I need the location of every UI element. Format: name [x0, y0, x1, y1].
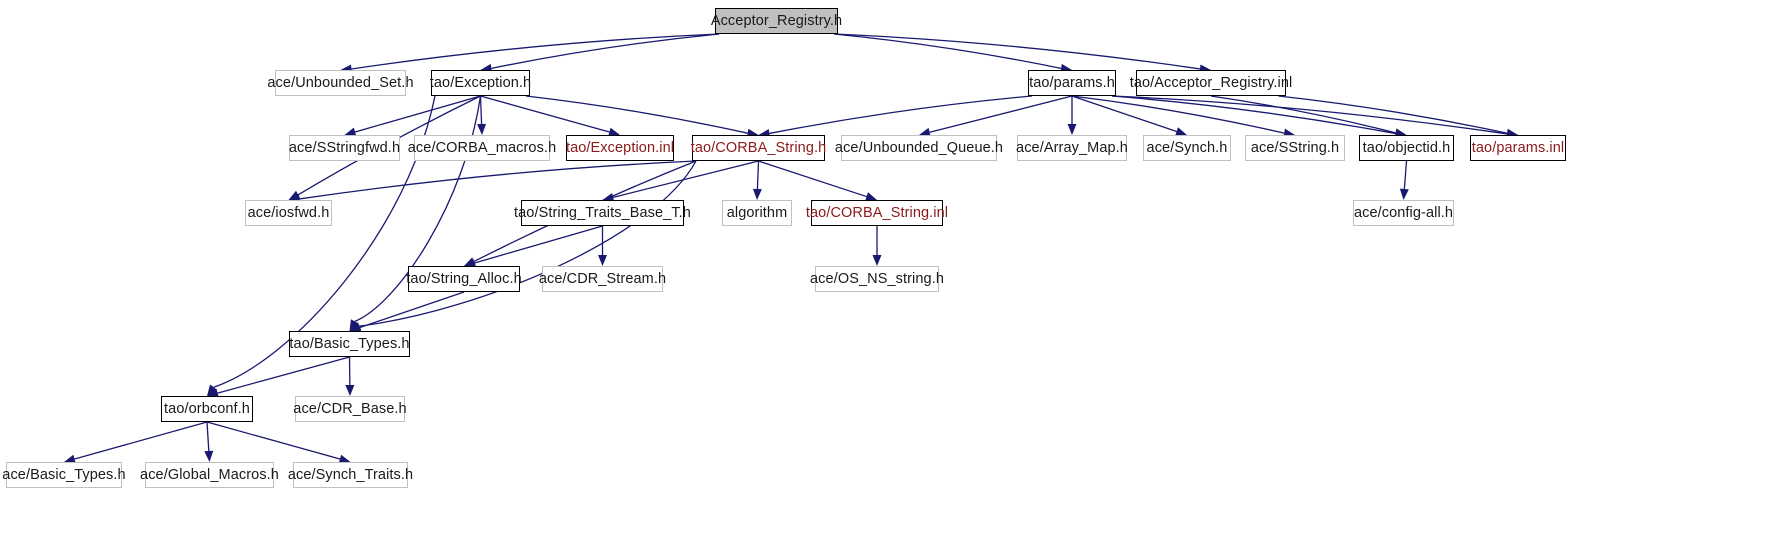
graph-edge — [1403, 160, 1408, 190]
graph-edge — [217, 356, 350, 394]
graph-node-ace-os-ns-string-h[interactable]: ace/OS_NS_string.h — [810, 266, 944, 292]
graph-node-tao-corba-string-h[interactable]: tao/CORBA_String.h — [691, 135, 826, 161]
graph-edge — [929, 95, 1073, 133]
graph-edge-arrowhead — [477, 123, 487, 135]
graph-node-algorithm[interactable]: algorithm — [722, 200, 792, 226]
graph-node-tao-params-h[interactable]: tao/params.h — [1028, 70, 1116, 96]
graph-edge — [833, 33, 1201, 70]
graph-edge — [351, 33, 720, 70]
graph-edge-arrowhead — [1399, 188, 1409, 200]
graph-edge — [491, 33, 720, 69]
graph-node-ace-global-macros-h[interactable]: ace/Global_Macros.h — [140, 462, 279, 488]
graph-edge-arrowhead — [872, 255, 882, 266]
graph-edge — [613, 160, 759, 198]
graph-edge-arrowhead — [598, 255, 607, 266]
graph-node-tao-basic-types-h[interactable]: tao/Basic_Types.h — [289, 331, 410, 357]
graph-edge-arrowhead — [349, 319, 359, 331]
graph-edge — [833, 33, 1062, 69]
graph-edge — [1111, 95, 1396, 135]
graph-node-ace-synch-traits-h[interactable]: ace/Synch_Traits.h — [288, 462, 413, 488]
graph-node-tao-acceptor-registry-inl[interactable]: tao/Acceptor_Registry.inl — [1130, 70, 1292, 96]
graph-edge — [480, 95, 610, 133]
graph-edge-arrowhead — [345, 384, 355, 396]
graph-node-ace-sstringfwd-h[interactable]: ace/SStringfwd.h — [289, 135, 400, 161]
graph-edge — [525, 95, 748, 134]
graph-edge — [299, 160, 697, 200]
graph-edge-arrowhead — [288, 190, 301, 200]
graph-node-tao-string-alloc-h[interactable]: tao/String_Alloc.h — [406, 266, 522, 292]
graph-edge-arrowhead — [207, 384, 218, 396]
graph-node-ace-sstring-h[interactable]: ace/SString.h — [1245, 135, 1345, 161]
graph-edge — [359, 291, 465, 329]
graph-node-tao-string-traits-base-t-h[interactable]: tao/String_Traits_Base_T.h — [514, 200, 691, 226]
graph-edge-arrowhead — [1067, 124, 1077, 135]
graph-node-tao-corba-string-inl[interactable]: tao/CORBA_String.inl — [806, 200, 948, 226]
graph-edge — [1278, 95, 1508, 134]
graph-edge — [769, 95, 1033, 135]
graph-node-ace-iosfwd-h[interactable]: ace/iosfwd.h — [245, 200, 332, 226]
graph-edge — [1111, 95, 1508, 135]
graph-node-tao-exception-inl[interactable]: tao/Exception.inl — [566, 135, 674, 161]
graph-edge-arrowhead — [464, 257, 476, 266]
graph-node-tao-exception-h[interactable]: tao/Exception.h — [430, 70, 531, 96]
graph-node-ace-unbounded-set-h[interactable]: ace/Unbounded_Set.h — [267, 70, 414, 96]
graph-node-ace-unbounded-queue-h[interactable]: ace/Unbounded_Queue.h — [835, 135, 1003, 161]
graph-node-ace-array-map-h[interactable]: ace/Array_Map.h — [1016, 135, 1128, 161]
graph-node-tao-params-inl[interactable]: tao/params.inl — [1470, 135, 1566, 161]
graph-edge — [359, 160, 697, 327]
graph-node-ace-corba-macros-h[interactable]: ace/CORBA_macros.h — [408, 135, 556, 161]
graph-edge — [474, 225, 603, 264]
graph-node-acceptor-registry-h[interactable]: Acceptor_Registry.h — [711, 8, 842, 34]
graph-node-ace-cdr-stream-h[interactable]: ace/CDR_Stream.h — [539, 266, 666, 292]
graph-edge — [206, 421, 341, 460]
graph-node-ace-basic-types-h[interactable]: ace/Basic_Types.h — [2, 462, 126, 488]
graph-edge — [1071, 95, 1285, 134]
graph-edge — [1071, 95, 1177, 133]
graph-edge — [758, 160, 867, 198]
graph-edge-arrowhead — [349, 322, 362, 331]
graph-edge — [206, 421, 210, 452]
graph-node-ace-synch-h[interactable]: ace/Synch.h — [1143, 135, 1231, 161]
graph-edge — [756, 160, 760, 190]
graph-node-ace-cdr-base-h[interactable]: ace/CDR_Base.h — [293, 396, 407, 422]
graph-edge — [479, 95, 483, 125]
graph-node-ace-config-all-h[interactable]: ace/config-all.h — [1353, 200, 1454, 226]
graph-node-tao-objectid-h[interactable]: tao/objectid.h — [1359, 135, 1454, 161]
graph-edge-arrowhead — [752, 188, 762, 200]
graph-node-tao-orbconf-h[interactable]: tao/orbconf.h — [161, 396, 253, 422]
graph-edge — [354, 95, 481, 133]
graph-edge-arrowhead — [204, 450, 214, 462]
graph-edge — [74, 421, 208, 460]
graph-edge — [1210, 95, 1396, 134]
